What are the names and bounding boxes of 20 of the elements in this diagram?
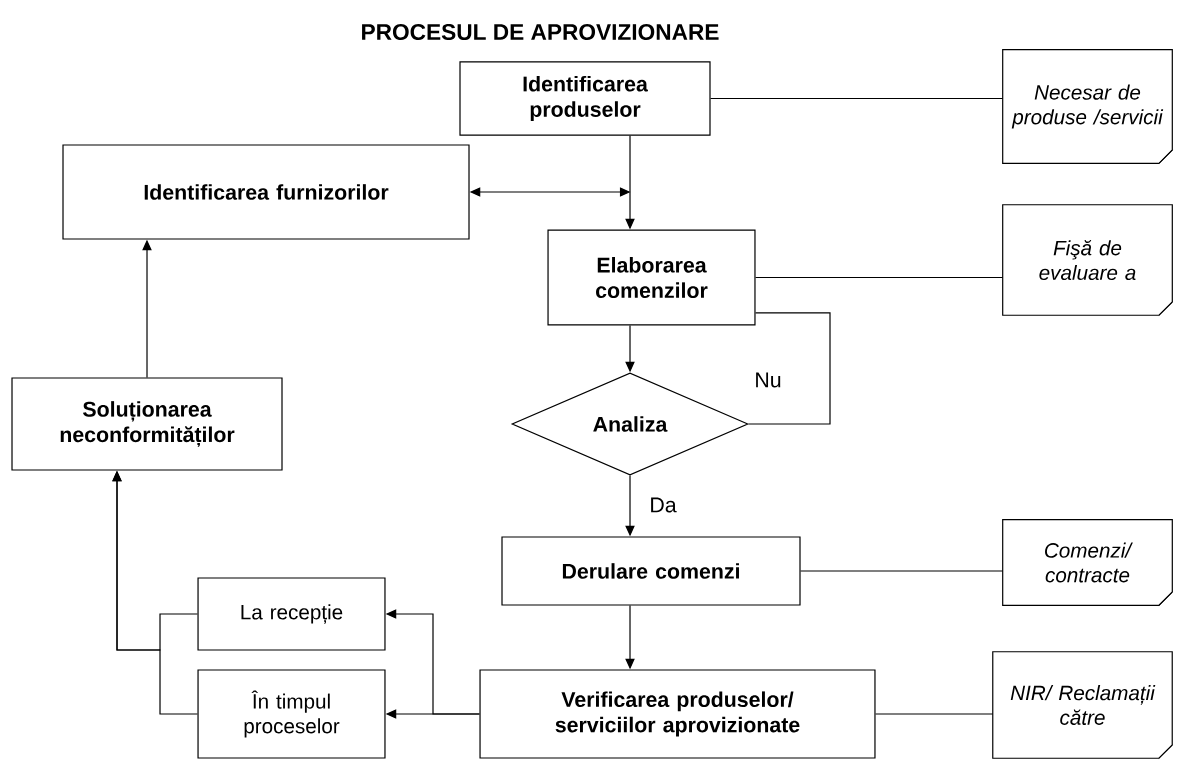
process-box: Elaborarea comenzilor [547, 229, 756, 326]
connector-line [754, 276, 1004, 279]
edge-label: Da [648, 496, 678, 514]
process-box: La recepție [197, 577, 386, 651]
process-box: Derulare comenzi [501, 536, 801, 606]
connector-line [710, 97, 1004, 100]
document-note: Comenzi/ contracte [1002, 519, 1173, 606]
document-note: Necesar de produse /servicii [1002, 49, 1173, 164]
process-box: Verificarea produselor/ serviciilor aprovizionate [479, 669, 876, 759]
process-box: Identificarea furnizorilor [62, 144, 470, 240]
process-box: Identificarea produselor [459, 61, 711, 136]
document-note: Fişă de evaluare a [1002, 204, 1173, 316]
edge-label: Nu [753, 371, 783, 389]
connector-line [874, 713, 994, 715]
title: PROCESUL DE APROVIZIONARE [362, 23, 719, 41]
connector-line [748, 312, 831, 425]
connector-line [800, 570, 1004, 572]
document-note: NIR/ Reclamații către [992, 651, 1173, 759]
process-box: Soluționarea neconformităților [11, 377, 283, 471]
process-box: În timpul proceselor [197, 669, 386, 759]
